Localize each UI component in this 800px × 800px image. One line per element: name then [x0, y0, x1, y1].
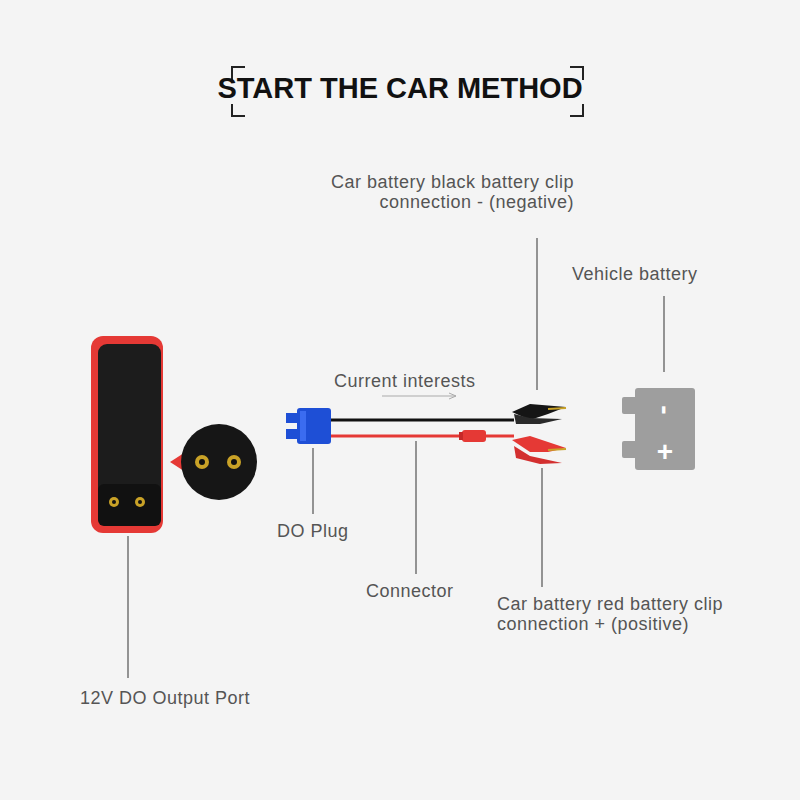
terminal-sign: + — [650, 438, 680, 466]
part-label: DO Plug — [277, 521, 349, 541]
callout-label: Car battery black battery clip connectio… — [308, 172, 574, 212]
flow-label: Current interests — [334, 371, 476, 391]
current-arrow — [382, 396, 456, 397]
battery-body: Vehicle battery-+ — [635, 388, 695, 470]
part-label: 12V DO Output Port — [80, 688, 250, 708]
callout-label: Car battery red battery clip connection … — [497, 594, 747, 634]
jumper-cable — [286, 404, 566, 464]
terminal-sign: - — [651, 395, 679, 425]
part-label: Connector — [366, 581, 454, 601]
port-inset — [170, 424, 257, 500]
title: START THE CAR METHOD — [0, 72, 800, 105]
node-heading: Vehicle battery — [572, 264, 698, 285]
jump-starter — [91, 336, 163, 533]
